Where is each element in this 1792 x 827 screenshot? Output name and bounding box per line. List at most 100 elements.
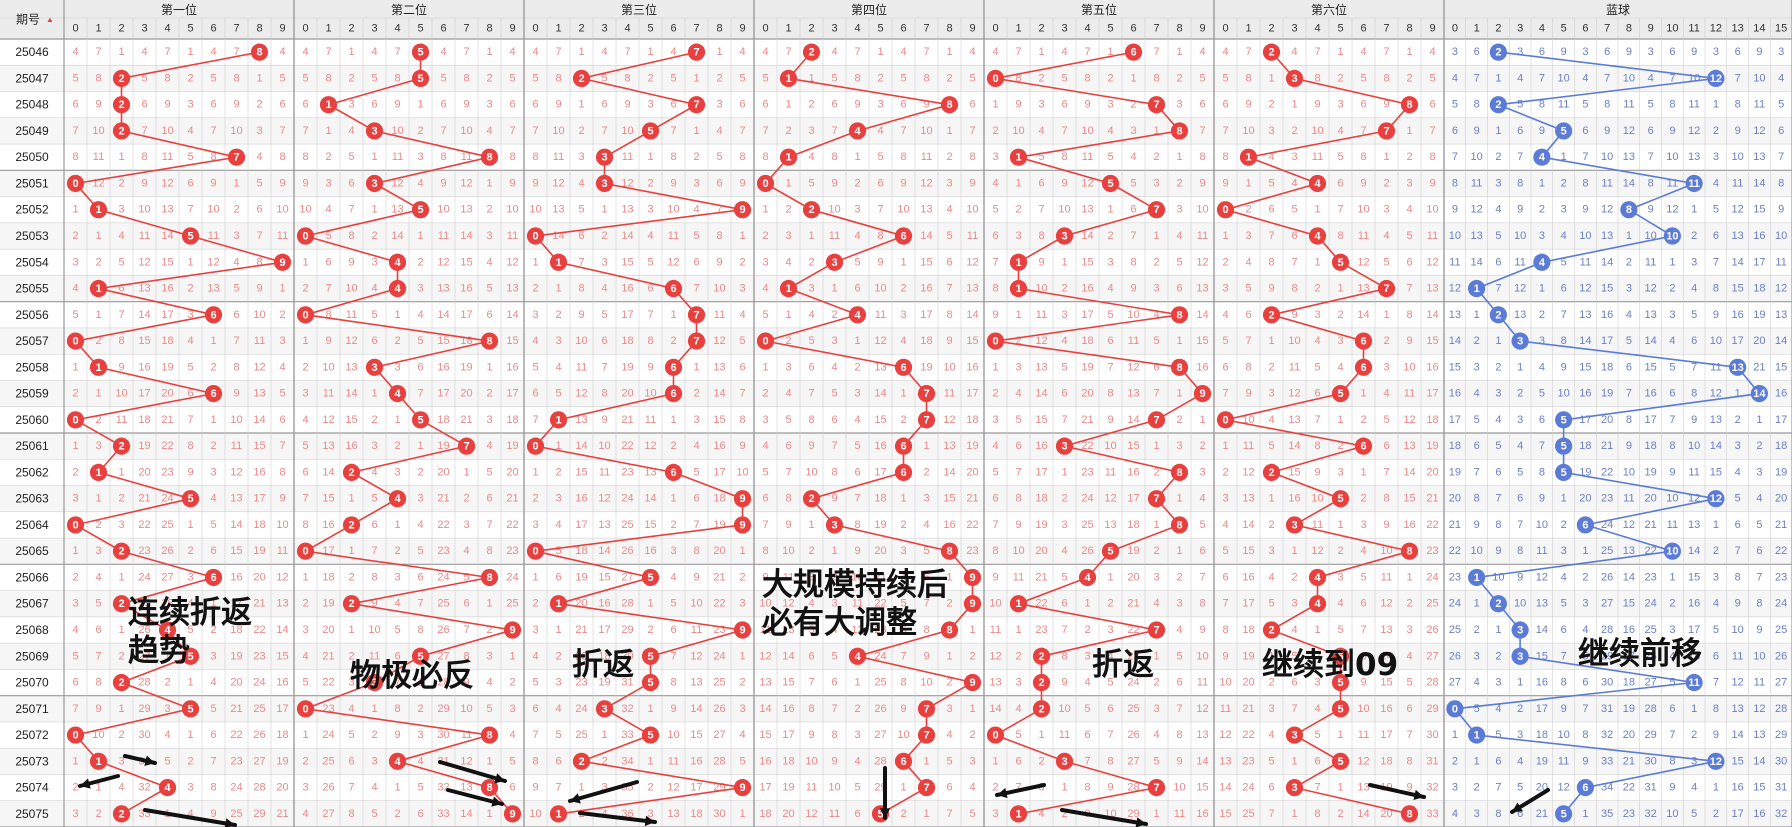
miss-count: 3 (1648, 46, 1654, 58)
column-number: 14 (1753, 23, 1765, 35)
miss-count: 4 (785, 388, 791, 400)
miss-count: 11 (1471, 177, 1482, 189)
red-ball (480, 779, 499, 797)
miss-count: 7 (486, 519, 492, 531)
miss-count: 3 (1038, 782, 1044, 794)
miss-count: 3 (1314, 309, 1320, 321)
column-number: 1 (555, 23, 561, 35)
miss-count: 9 (831, 493, 837, 505)
column-number: 7 (693, 23, 699, 35)
miss-count: 5 (1314, 729, 1320, 741)
miss-count: 6 (486, 309, 492, 321)
miss-count: 2 (670, 440, 676, 452)
miss-count: 2 (1756, 440, 1762, 452)
miss-count: 4 (1245, 256, 1251, 268)
miss-count: 8 (509, 151, 515, 163)
miss-count: 17 (966, 388, 978, 400)
miss-count: 1 (1582, 545, 1588, 557)
miss-count: 11 (93, 151, 104, 163)
miss-count: 11 (1732, 650, 1743, 662)
red-ball (1285, 516, 1304, 534)
miss-count: 2 (900, 519, 906, 531)
miss-count: 24 (1081, 493, 1093, 505)
miss-count: 5 (1337, 151, 1343, 163)
miss-count: 3 (946, 177, 952, 189)
miss-count: 7 (532, 729, 538, 741)
miss-count: 1 (1756, 414, 1762, 426)
miss-count: 13 (230, 493, 242, 505)
miss-count: 18 (1645, 440, 1657, 452)
miss-count: 10 (1449, 230, 1461, 242)
miss-count: 8 (532, 151, 538, 163)
miss-count: 19 (161, 361, 173, 373)
miss-count: 4 (302, 46, 308, 58)
red-ball (848, 306, 867, 324)
miss-count: 1 (1735, 388, 1741, 400)
miss-count: 25 (437, 598, 449, 610)
miss-count: 3 (1337, 99, 1343, 111)
row-stripe (0, 65, 1792, 92)
miss-count: 9 (1383, 519, 1389, 531)
miss-count: 7 (1561, 650, 1567, 662)
ball-number: 0 (72, 336, 78, 348)
miss-count: 13 (1242, 493, 1254, 505)
miss-count: 3 (1561, 204, 1567, 216)
miss-count: 4 (854, 755, 860, 767)
miss-count: 4 (1107, 650, 1113, 662)
miss-count: 11 (829, 230, 840, 242)
miss-count: 1 (1268, 650, 1274, 662)
miss-count: 12 (1753, 703, 1765, 715)
miss-count: 2 (348, 571, 354, 583)
miss-count: 21 (230, 703, 242, 715)
miss-count: 6 (1061, 388, 1067, 400)
miss-count: 3 (1713, 151, 1719, 163)
ball-number: 2 (808, 493, 814, 505)
miss-count: 5 (417, 335, 423, 347)
miss-count: 18 (1380, 755, 1392, 767)
miss-count: 5 (555, 729, 561, 741)
miss-count: 3 (509, 703, 515, 715)
ball-number: 0 (762, 178, 768, 190)
ball-number: 9 (509, 625, 515, 637)
miss-count: 4 (141, 46, 147, 58)
miss-count: 10 (92, 125, 104, 137)
period-label: 25059 (15, 387, 49, 401)
miss-count: 5 (1291, 650, 1297, 662)
miss-count: 21 (621, 414, 633, 426)
miss-count: 1 (808, 72, 814, 84)
miss-count: 16 (1732, 782, 1744, 794)
miss-count: 2 (72, 388, 78, 400)
miss-count: 2 (1199, 440, 1205, 452)
miss-count: 29 (1775, 729, 1787, 741)
period-label: 25062 (15, 465, 49, 479)
miss-count: 3 (1495, 177, 1501, 189)
miss-count: 15 (1127, 440, 1139, 452)
miss-count: 7 (1406, 283, 1412, 295)
miss-count: 1 (555, 283, 561, 295)
red-ball (1078, 568, 1097, 587)
ball-number: 6 (1360, 441, 1366, 453)
ball-number: 4 (394, 388, 401, 400)
miss-count: 6 (1130, 204, 1136, 216)
period-label: 25049 (15, 124, 49, 138)
miss-count: 1 (555, 440, 561, 452)
miss-count: 1 (831, 545, 837, 557)
miss-count: 16 (1732, 309, 1744, 321)
miss-count: 1 (785, 309, 791, 321)
miss-count: 5 (831, 650, 837, 662)
miss-count: 3 (187, 99, 193, 111)
miss-count: 3 (1314, 677, 1320, 689)
column-number: 5 (1107, 23, 1113, 35)
red-ball (733, 621, 752, 639)
miss-count: 17 (460, 309, 472, 321)
miss-count: 22 (1449, 545, 1461, 557)
miss-count: 7 (831, 703, 837, 715)
miss-count: 9 (1291, 309, 1297, 321)
miss-count: 5 (1669, 361, 1675, 373)
miss-count: 9 (923, 650, 929, 662)
miss-count: 13 (1449, 309, 1461, 321)
miss-count: 4 (900, 571, 906, 583)
miss-count: 12 (690, 650, 702, 662)
miss-count: 5 (1360, 72, 1366, 84)
miss-count: 12 (1623, 519, 1635, 531)
